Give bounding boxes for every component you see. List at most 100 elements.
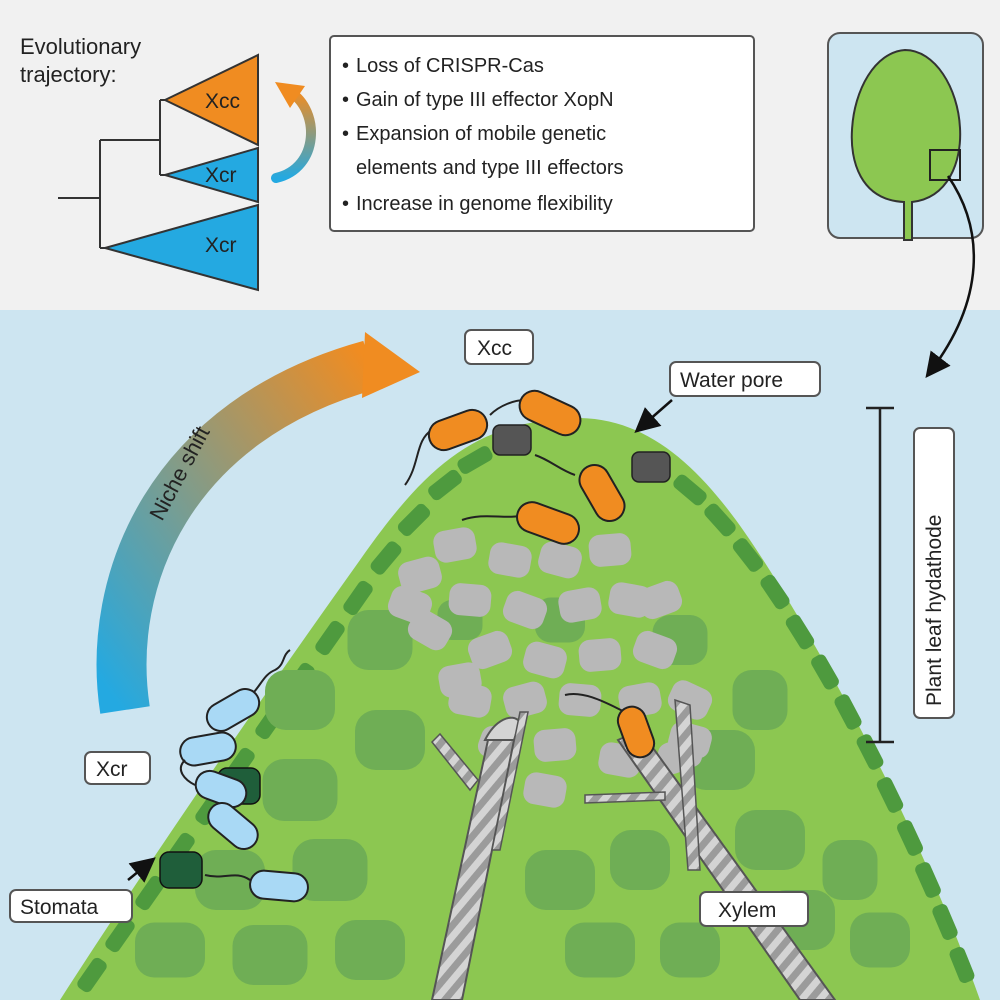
epithem-cell [637,580,683,620]
niche-shift-arrow [96,340,377,714]
change-bullet: • [342,55,349,77]
epidermal-cell [760,574,790,610]
epidermal-cell [704,503,736,537]
epidermal-cell [932,904,958,940]
mesophyll-cell [232,925,308,985]
mesophyll-cell [355,710,425,770]
epithem-cell [387,585,433,625]
epidermal-cell [834,694,862,730]
epithem-cell [438,662,482,698]
water-pore [631,451,671,483]
epidermal-cell [876,777,904,813]
epidermal-cell [370,541,402,575]
xcr-clade-triangle-mid [161,146,259,204]
mesophyll-cell [135,922,205,978]
change-item: Increase in genome flexibility [356,193,613,215]
xcr-bacterium [205,688,261,732]
xcr-label: Xcr [96,758,128,781]
xcc-bacteria [404,389,656,759]
epidermal-cell [315,620,345,656]
mesophyll-cells [135,597,910,985]
evolution-arrow [271,87,316,183]
stomata-pointer [127,857,156,883]
xylem-branch [430,732,479,792]
mesophyll-cell [525,850,595,910]
epithem-cell [608,582,652,618]
change-item: Loss of CRISPR-Cas [356,55,544,77]
xcc-bacterium [616,705,656,759]
xylem-label: Xylem [718,899,776,922]
change-bullet: • [342,89,349,111]
mesophyll-cell [565,922,635,978]
change-bullet: • [342,123,349,145]
xcc-bacterium [516,501,580,545]
changes-box [329,35,755,232]
mesophyll-cell [265,670,335,730]
epithem-cell [488,542,532,578]
xcr-clade-triangle-bottom [101,203,259,292]
epithem-cell [558,683,602,717]
change-bullet: • [342,193,349,215]
epidermal-cell [785,614,815,650]
epidermal-cell [457,446,493,474]
epithem-cell [448,583,492,617]
hydathode-label-box [913,427,955,719]
epidermal-cell [428,469,462,501]
mesophyll-cell [732,670,788,730]
evolution-arrow-head [275,82,305,108]
clade-label-xcr-bottom: Xcr [205,234,237,257]
xcr-bacterium [179,731,237,767]
mesophyll-cell [660,922,720,978]
xcr-bacterium [249,869,309,903]
epidermal-cell [811,654,839,690]
xcc-bacterium [578,464,626,522]
xcc-clade-triangle [162,53,259,147]
mesophyll-cell [822,840,878,900]
epithem-cell [503,681,547,719]
mesophyll-cell [195,850,265,910]
xylem-branch [491,711,529,851]
epidermal-cell [732,538,764,572]
epithem-cell [502,590,548,630]
change-item: Expansion of mobile genetic [356,123,606,145]
epidermal-cell [856,734,884,770]
epithem-cell [398,556,442,594]
epithem-cell [523,641,567,679]
epithem-cell [523,772,567,808]
niche-shift-arrow-head [362,332,420,398]
epithem-cell [533,728,577,762]
epithem-cell [558,587,602,623]
stomata-cell [159,851,203,889]
water-pore [492,424,532,456]
xylem-branch [674,698,701,871]
epidermal-cell [105,917,135,953]
leaf-icon [850,48,962,241]
xcr-bacteria [179,649,309,903]
water-pore-pointer [634,399,673,433]
xcc-label: Xcc [477,337,512,360]
epithem-cell [433,527,477,563]
evolution-title-line2: trajectory: [20,62,117,87]
mesophyll-cell [850,912,910,968]
stomata-label: Stomata [20,896,99,919]
epithem-cell [632,630,678,670]
mesophyll-cell [347,610,413,670]
water-pore-label-box [669,361,821,397]
changes-list: • Loss of CRISPR-Cas • Gain of type III … [342,55,624,215]
water-pore-label: Water pore [680,369,783,392]
xcc-bacterium [518,389,582,437]
mesophyll-cell [735,810,805,870]
epithem-cell [467,630,513,670]
epidermal-cell [915,862,941,898]
xcr-bacterium [194,769,248,809]
hydathode-scale-bar [866,406,894,744]
stomata-label-box [9,889,133,923]
mesophyll-cell [610,830,670,890]
change-item: Gain of type III effector XopN [356,89,614,111]
epidermal-cell [135,875,165,911]
epithem-cell [578,638,622,672]
epidermal-cell [77,957,107,993]
evolution-title-line1: Evolutionary [20,34,141,59]
epidermal-cell [397,503,431,537]
